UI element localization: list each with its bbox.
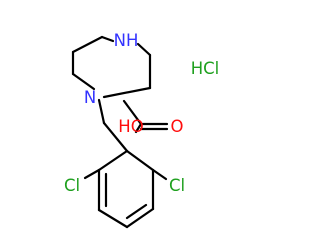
bond-c5-c4 (71, 35, 104, 54)
atom-nh-label: NH (114, 31, 139, 50)
atom-hydroxyl-label: HO (118, 117, 143, 136)
bond-ring-c5-c4 (125, 207, 155, 229)
atom-n1-label: N (84, 88, 96, 107)
bond-ring-inner-c5-c4 (125, 203, 148, 220)
bond-c2-n1 (102, 86, 152, 99)
bond-n1-c6 (71, 72, 96, 91)
atom-chlorine-right-label: Cl (169, 176, 185, 195)
dichlorobenzyl-group (83, 98, 168, 229)
bond-c-oh (134, 122, 143, 134)
bond-nh-c3 (136, 42, 152, 57)
atom-chlorine-left-label: Cl (64, 176, 80, 195)
carboxylic-acid-group (122, 99, 169, 134)
bond-ring-ipso-c2 (97, 149, 129, 172)
bond-ring-c3-c4 (97, 208, 129, 229)
molecule-structure: NH N O HO Cl Cl HCl (64, 31, 220, 229)
hcl-salt-label: HCl (191, 59, 220, 78)
bond-c2-ccarboxyl (122, 99, 143, 126)
bond-c2-cl-left (83, 168, 101, 180)
bond-c6-cl-right (151, 168, 168, 181)
bond-ch2-cipso (102, 121, 129, 153)
piperazine-ring (71, 35, 152, 99)
atom-carbonyl-oxygen-label: O (171, 117, 184, 136)
bond-ring-ipso-c6 (125, 149, 155, 172)
bond-c4-nh (100, 35, 115, 43)
bond-n1-ch2 (97, 98, 106, 125)
